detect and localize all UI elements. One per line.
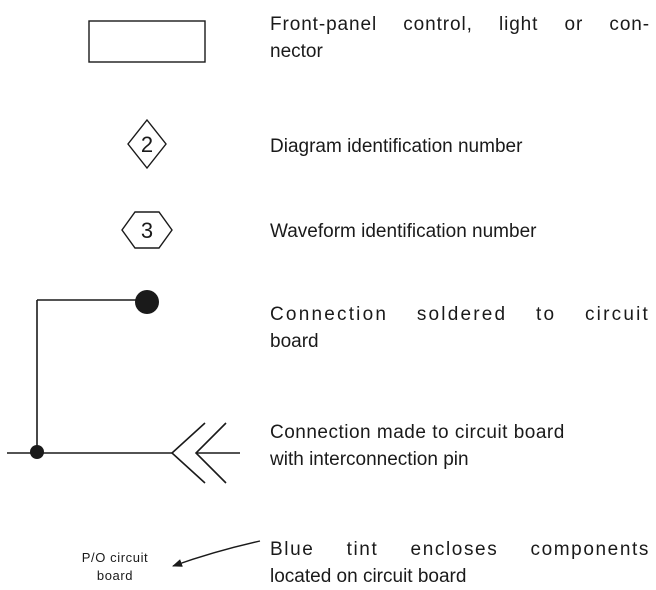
- soldered-description: Connection soldered to circuit: [270, 301, 650, 328]
- waveform-id-hexagon-symbol: 3: [121, 211, 173, 249]
- pin-description: Connection made to circuit board with in…: [270, 419, 650, 473]
- front-panel-line-1: Front-panel control, light or con-: [270, 14, 650, 35]
- pcb-label-line-2: board: [96, 568, 134, 583]
- waveform-id-description: Waveform identification number: [270, 218, 650, 245]
- blue-tint-arrow: [172, 540, 261, 567]
- pin-connection-symbol: [7, 422, 240, 484]
- blue-tint-description: Blue tint encloses components: [270, 536, 650, 563]
- waveform-id-line-1: Waveform identification number: [270, 221, 537, 242]
- soldered-line-1: Connection soldered to circuit: [270, 304, 650, 325]
- front-panel-description-cont: nector: [270, 38, 650, 65]
- blue-tint-line-1: Blue tint encloses components: [270, 539, 650, 560]
- front-panel-rectangle-symbol: [88, 20, 206, 63]
- pin-line-1: Connection made to circuit board: [270, 422, 565, 443]
- soldered-connection-symbol: [36, 290, 159, 452]
- solder-dot: [135, 290, 159, 314]
- diagram-id-line-1: Diagram identification number: [270, 136, 523, 157]
- diamond-number-text: 2: [141, 132, 153, 157]
- front-panel-line-2: nector: [270, 41, 323, 62]
- blue-tint-line-2: located on circuit board: [270, 566, 467, 587]
- pcb-label-line-1: P/O circuit: [81, 550, 149, 565]
- junction-dot: [30, 445, 44, 459]
- pcb-label: P/O circuit board: [60, 549, 170, 585]
- diagram-id-diamond-symbol: 2: [127, 118, 167, 170]
- blue-tint-description-cont: located on circuit board: [270, 563, 650, 590]
- soldered-description-cont: board: [270, 328, 650, 355]
- front-panel-description: Front-panel control, light or con-: [270, 11, 650, 38]
- hexagon-number-text: 3: [141, 218, 153, 243]
- pin-line-2: with interconnection pin: [270, 449, 469, 470]
- diagram-id-description: Diagram identification number: [270, 133, 650, 160]
- soldered-line-2: board: [270, 331, 319, 352]
